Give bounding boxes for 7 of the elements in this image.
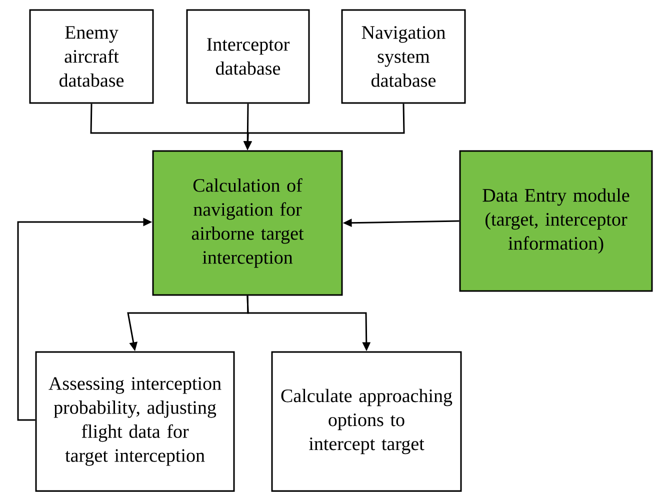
module-box: Calculation of navigation for airborne target interception xyxy=(152,150,343,296)
process-box: Assessing interception probability, adjusting flight data for target interception xyxy=(35,351,235,492)
module-box: Data Entry module (target, interceptor information) xyxy=(459,150,653,292)
database-box: Interceptor database xyxy=(186,9,310,104)
database-box: Navigation system database xyxy=(341,9,466,104)
database-box: Enemy aircraft database xyxy=(29,9,154,104)
process-box: Calculate approaching options to intercept target xyxy=(271,351,462,492)
